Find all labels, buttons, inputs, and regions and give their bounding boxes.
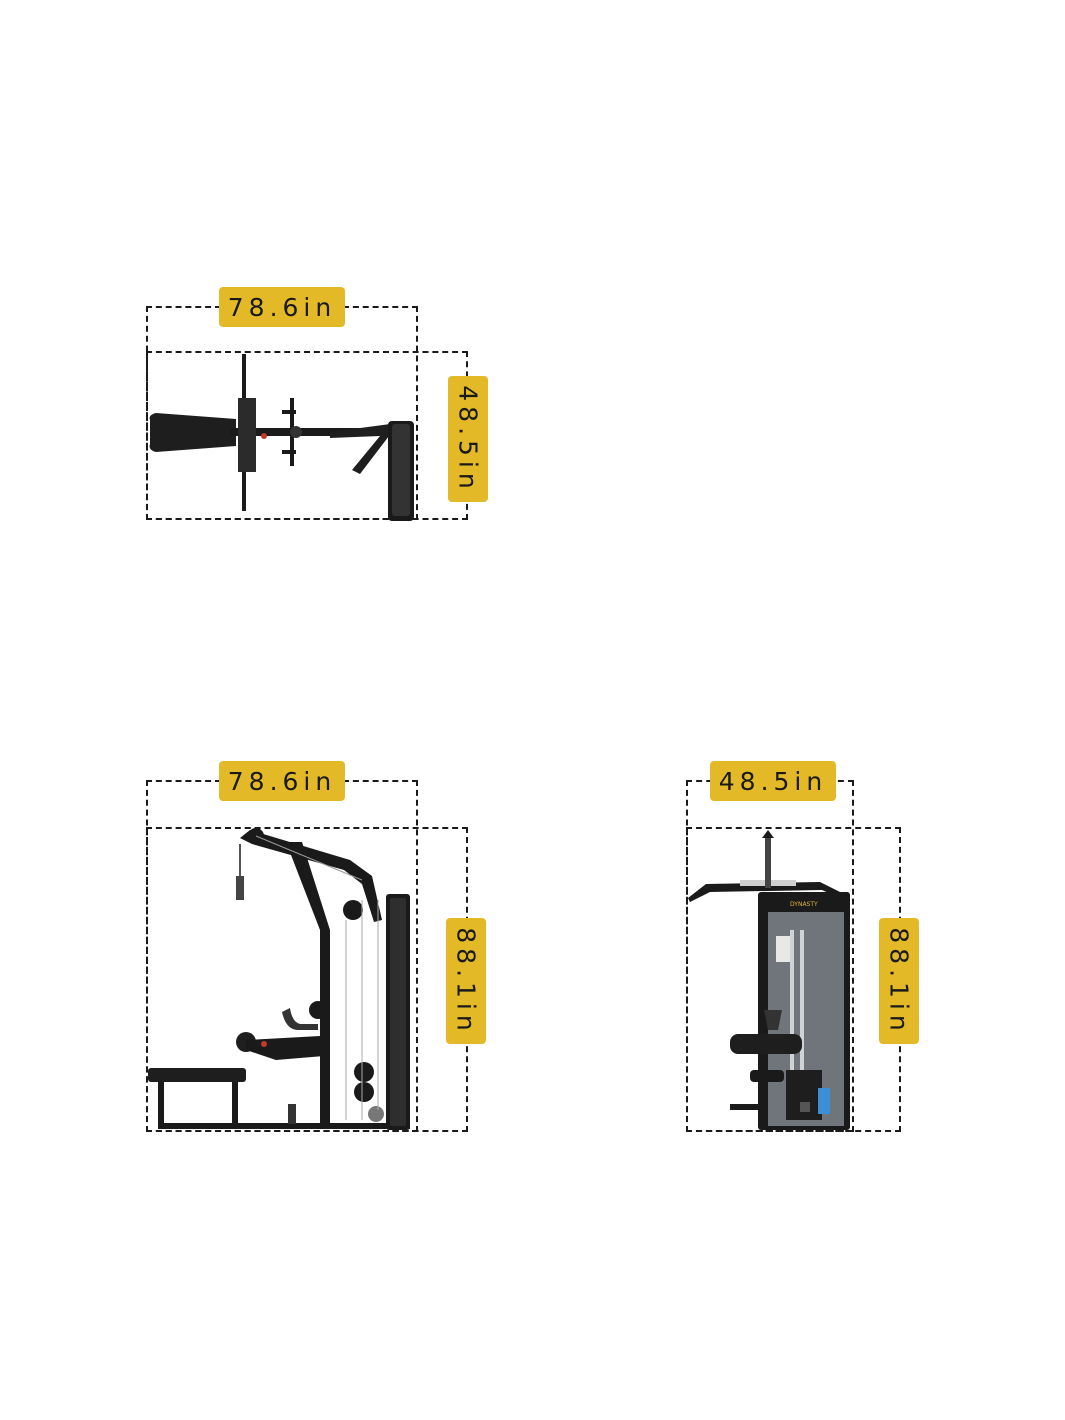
side-row-handle: [282, 1008, 318, 1030]
top-frame-arm: [330, 424, 392, 474]
top-knee-pads: [238, 398, 256, 472]
side-base-rail: [158, 1123, 410, 1129]
front-lat-bar: [688, 882, 844, 902]
front-seat: [750, 1070, 784, 1082]
top-depth-label: 48.5in: [448, 376, 488, 502]
front-height-label: 88.1in: [879, 918, 919, 1044]
front-brand-logo: DYNASTY: [790, 901, 818, 908]
top-seat: [149, 413, 236, 452]
top-main-beam: [230, 428, 400, 436]
front-width-label: 48.5in: [710, 761, 836, 801]
top-width-label: 78.6in: [219, 287, 345, 327]
front-accessory-blue: [818, 1088, 830, 1114]
side-width-label: 78.6in: [219, 761, 345, 801]
top-pin-knob: [261, 433, 267, 439]
front-sticker: [776, 936, 790, 962]
side-column: [286, 842, 330, 1124]
front-weight-plates: [786, 1070, 822, 1120]
front-knee-pads: [730, 1034, 802, 1054]
side-lat-handle: [236, 876, 244, 900]
side-bench-seat: [148, 1068, 246, 1082]
side-height-label: 88.1in: [446, 918, 486, 1044]
